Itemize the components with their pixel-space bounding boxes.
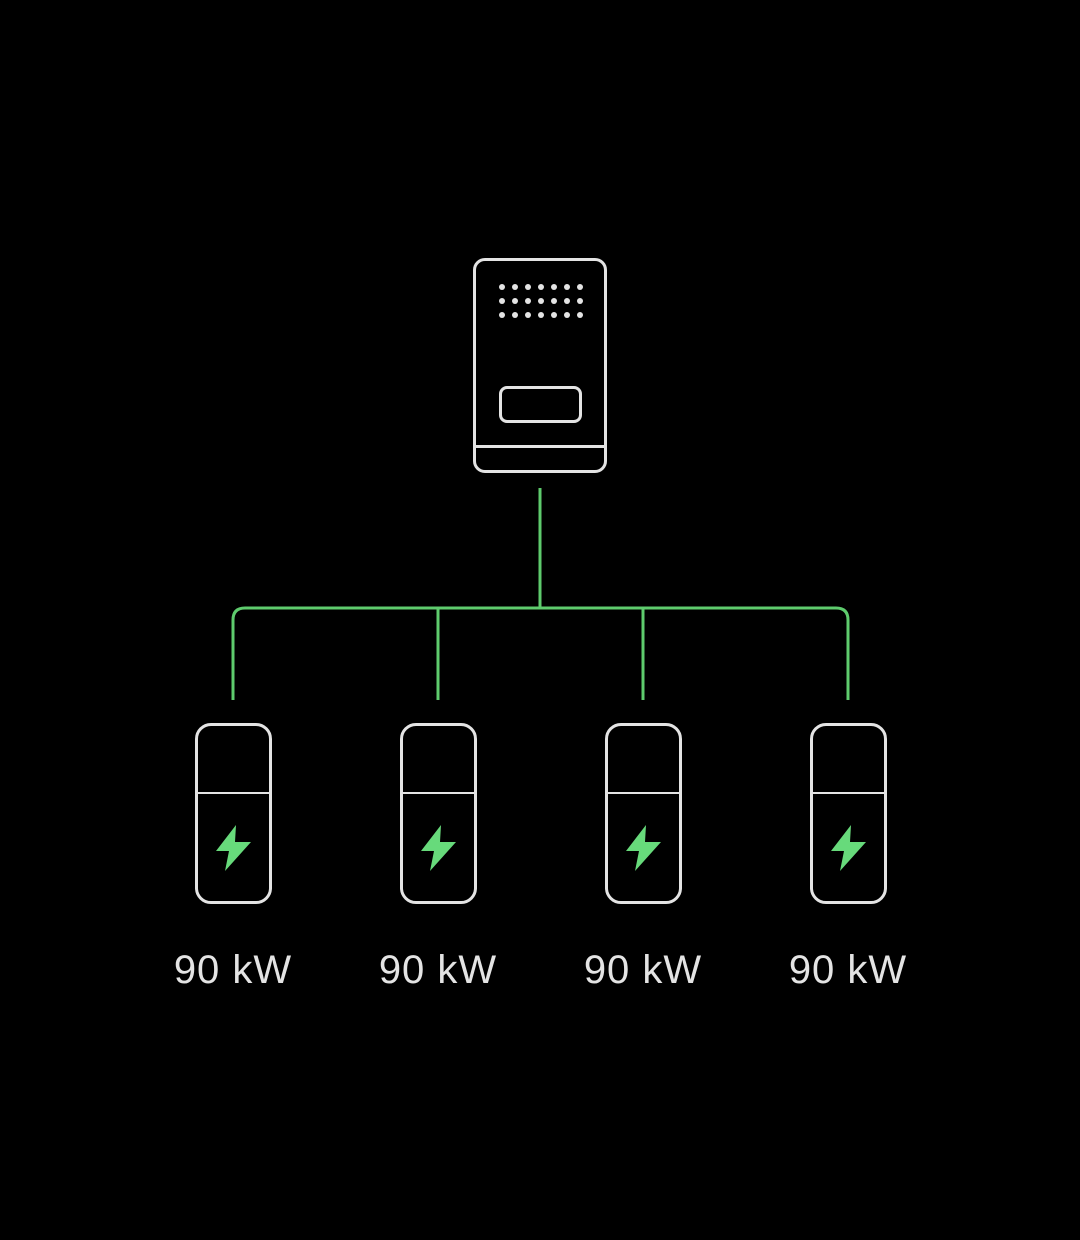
bolt-icon — [421, 824, 456, 871]
vent-dot — [499, 312, 505, 318]
bolt-icon — [831, 824, 866, 871]
vent-dot — [551, 284, 557, 290]
charger-top-panel — [813, 726, 884, 794]
vent-dot — [577, 298, 583, 304]
vent-dot — [512, 284, 518, 290]
vent-dot — [577, 284, 583, 290]
vent-dot — [499, 298, 505, 304]
charger-power-label: 90 kW — [583, 948, 703, 992]
vent-dot — [525, 284, 531, 290]
vent-dot — [512, 298, 518, 304]
vent-dot — [551, 298, 557, 304]
charger-unit-4 — [810, 723, 887, 904]
vent-dot — [564, 298, 570, 304]
vent-dot — [525, 298, 531, 304]
charger-body — [198, 794, 269, 901]
charger-body — [813, 794, 884, 901]
vent-dot — [538, 298, 544, 304]
charger-body — [608, 794, 679, 901]
power-cabinet — [473, 258, 607, 473]
vent-dot — [564, 284, 570, 290]
charger-unit-3 — [605, 723, 682, 904]
vent-dot — [564, 312, 570, 318]
cabinet-base-divider — [476, 445, 604, 448]
cabinet-display — [499, 386, 582, 423]
bolt-icon — [216, 824, 251, 871]
vent-dot — [538, 312, 544, 318]
cabinet-vent-grid — [499, 284, 583, 318]
vent-dot — [499, 284, 505, 290]
charger-top-panel — [403, 726, 474, 794]
vent-dot — [577, 312, 583, 318]
vent-dot — [512, 312, 518, 318]
charger-power-label: 90 kW — [788, 948, 908, 992]
bolt-icon — [626, 824, 661, 871]
vent-dot — [551, 312, 557, 318]
charger-top-panel — [608, 726, 679, 794]
charger-body — [403, 794, 474, 901]
vent-dot — [538, 284, 544, 290]
vent-dot — [525, 312, 531, 318]
charger-unit-1 — [195, 723, 272, 904]
charger-power-label: 90 kW — [378, 948, 498, 992]
charger-top-panel — [198, 726, 269, 794]
charger-unit-2 — [400, 723, 477, 904]
charger-power-label: 90 kW — [173, 948, 293, 992]
connector-bus — [231, 606, 850, 700]
